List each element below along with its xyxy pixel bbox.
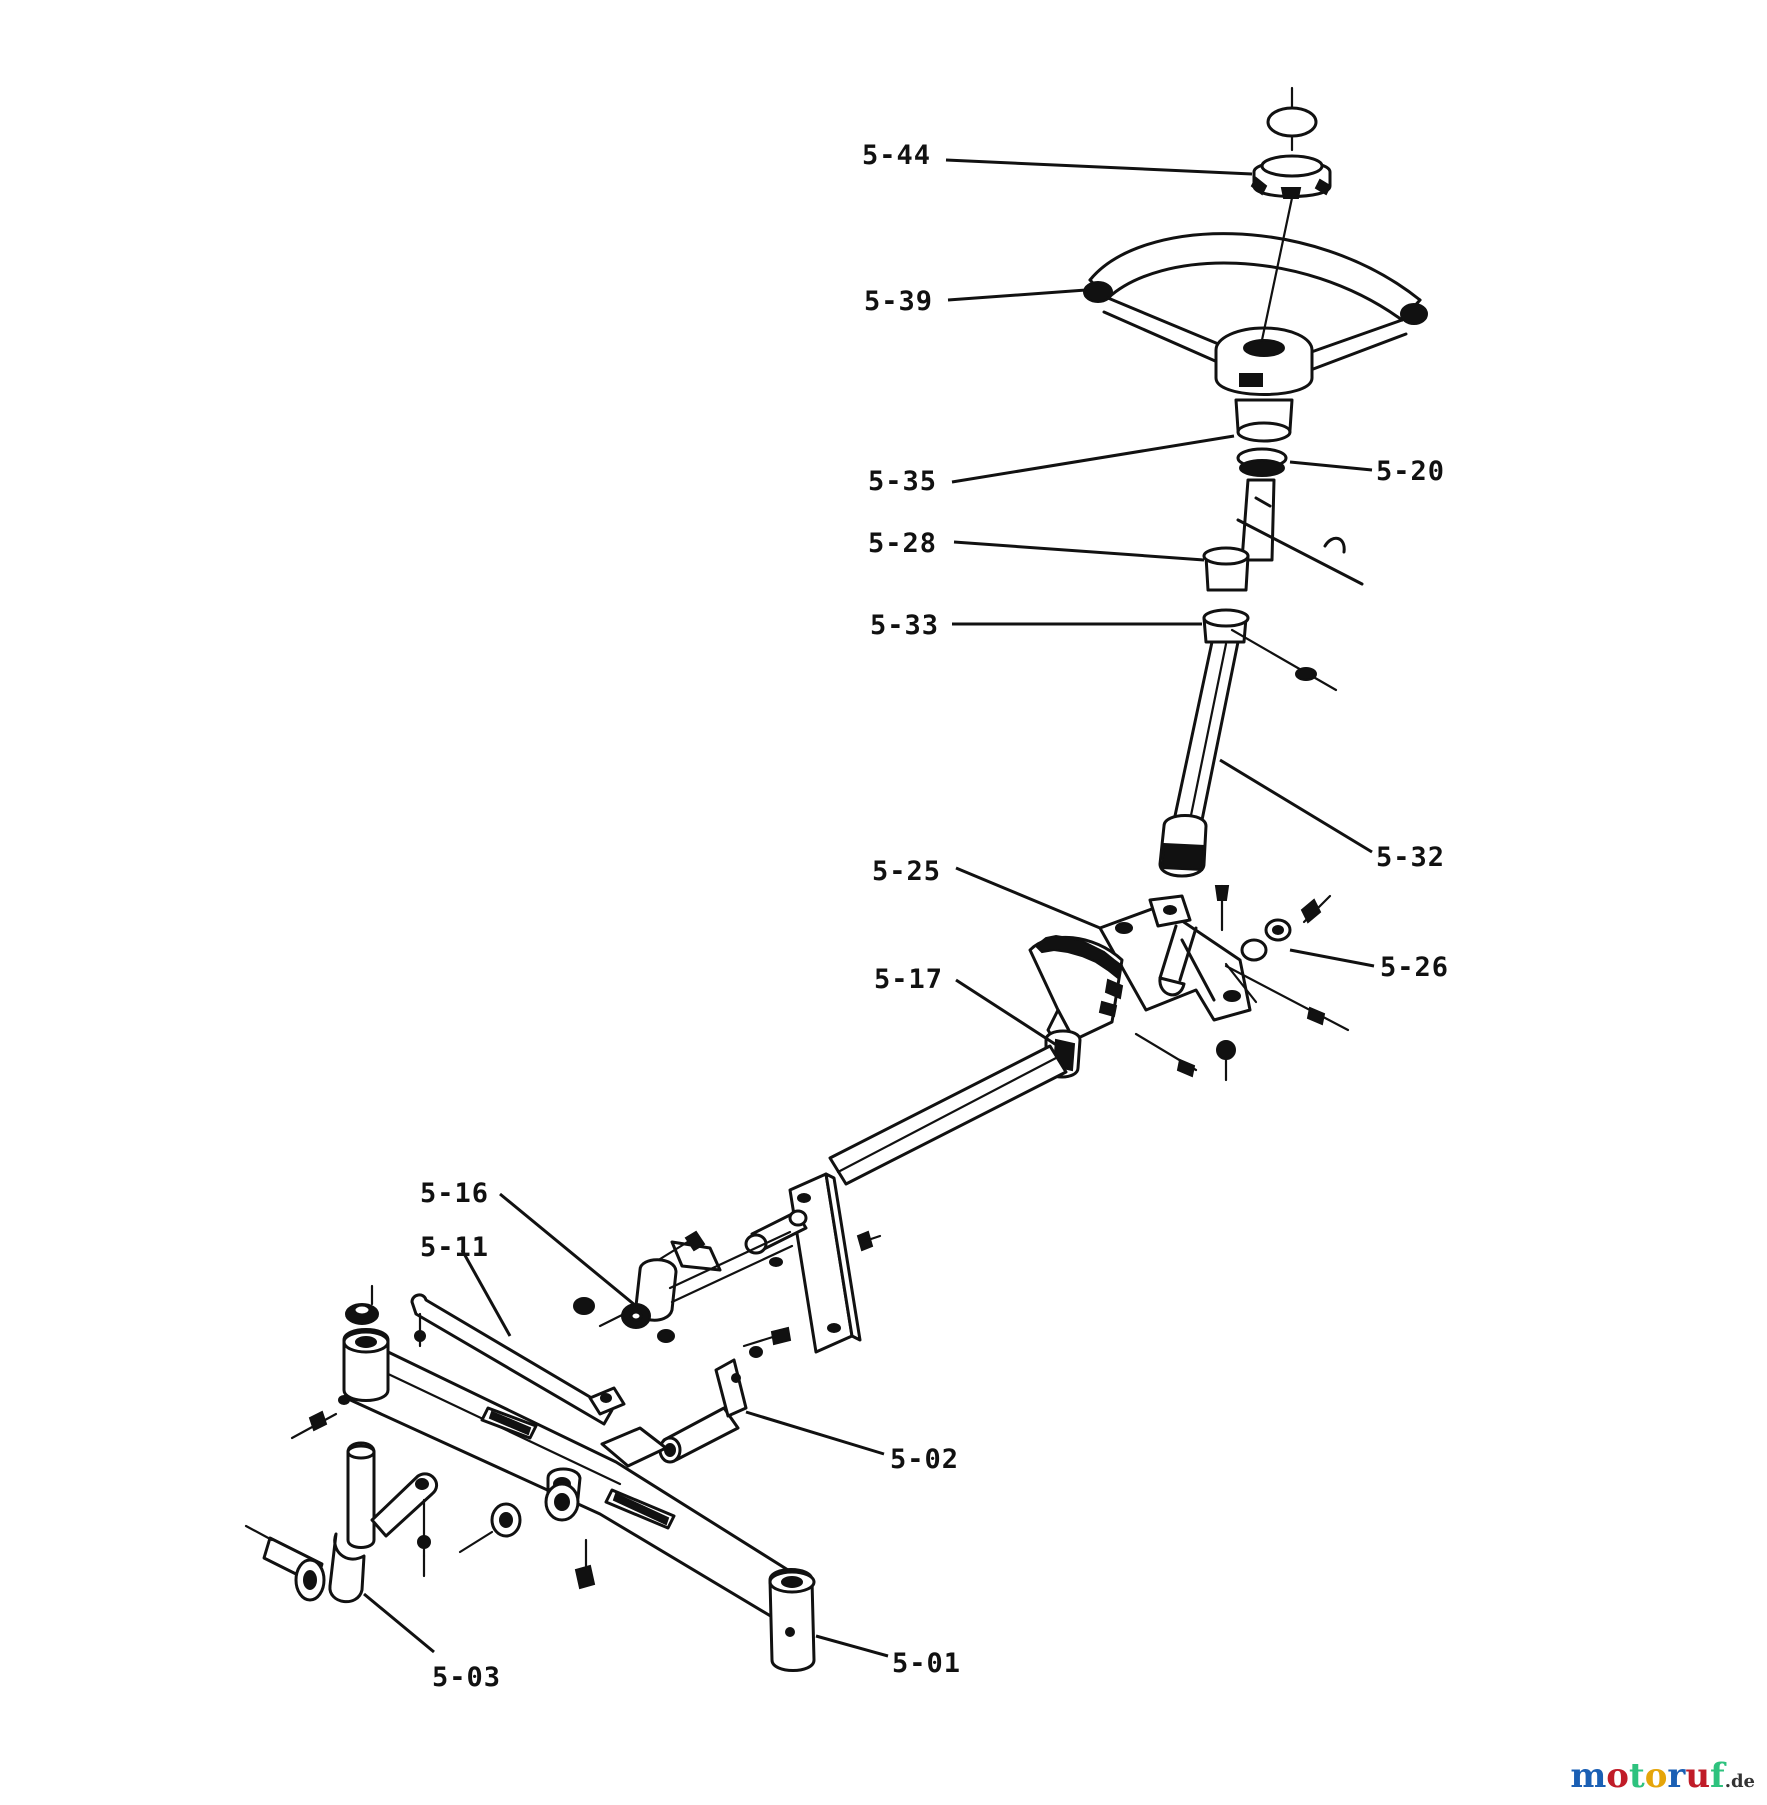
label-5-01: 5-01 <box>892 1648 961 1679</box>
label-5-44: 5-44 <box>862 140 931 171</box>
pivot-link <box>573 1230 794 1358</box>
steering-wheel <box>1083 196 1428 396</box>
drag-link <box>828 1044 1068 1186</box>
part-labels: 5-44 5-39 5-35 5-20 5-28 5-33 5-32 5-25 … <box>420 140 1449 1693</box>
label-5-20: 5-20 <box>1376 456 1445 487</box>
pivot-plate <box>744 1172 882 1354</box>
label-5-25: 5-25 <box>872 856 941 887</box>
steering-bracket <box>1098 894 1258 1022</box>
label-5-16: 5-16 <box>420 1178 489 1209</box>
steering-shaft <box>1158 640 1240 878</box>
column-upper-parts <box>1234 398 1364 586</box>
axle-pin <box>658 1358 748 1464</box>
watermark-logo: motoruf.de <box>1570 1756 1755 1796</box>
label-5-33: 5-33 <box>870 610 939 641</box>
label-5-11: 5-11 <box>420 1232 489 1263</box>
bracket-hardware <box>1134 884 1350 1082</box>
lower-hardware <box>458 1482 596 1590</box>
label-5-28: 5-28 <box>868 528 937 559</box>
steering-cap <box>1250 86 1332 199</box>
leader-lines <box>363 158 1375 1658</box>
label-5-32: 5-32 <box>1376 842 1445 873</box>
label-5-02: 5-02 <box>890 1444 959 1475</box>
column-middle-parts <box>1202 546 1338 692</box>
label-5-35: 5-35 <box>868 466 937 497</box>
tie-rod <box>410 1293 626 1426</box>
spindle <box>244 1284 439 1604</box>
label-5-17: 5-17 <box>874 964 943 995</box>
sector-gear <box>1028 934 1124 1079</box>
label-5-26: 5-26 <box>1380 952 1449 983</box>
label-5-39: 5-39 <box>864 286 933 317</box>
label-5-03: 5-03 <box>432 1662 501 1693</box>
